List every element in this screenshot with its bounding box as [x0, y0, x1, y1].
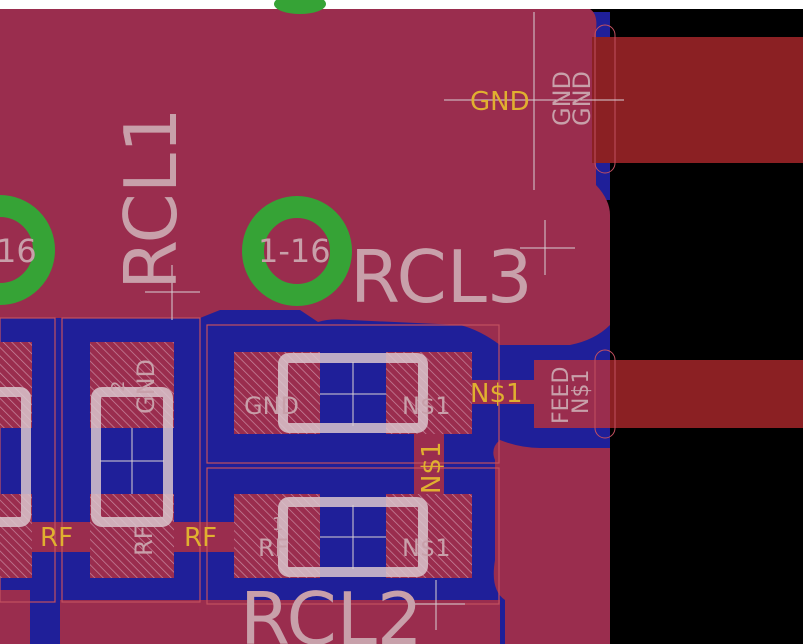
net-gnd-label: GND: [470, 87, 530, 117]
rcl2-silkscreen-body: [278, 497, 428, 577]
n1-trace-vertical: [414, 430, 444, 500]
edge-pad-gnd-label-a: GND: [548, 71, 576, 126]
n1-trace-horizontal: [470, 380, 540, 404]
rcl1-silkscreen-body: [91, 387, 173, 527]
rcl1-name: RCL1: [109, 107, 193, 290]
rcl1-pad-number: 2: [108, 381, 129, 392]
rcl1-pad-gnd[interactable]: [90, 342, 174, 428]
net-n1-label: N$1: [470, 379, 523, 409]
edge-pad-feed-label: FEED: [549, 367, 574, 424]
net-rf-label-mid: RF: [184, 523, 217, 553]
rcl1-pad-rf-label: RF: [130, 526, 158, 556]
top-border: [0, 0, 803, 9]
rcl2-pad-n1-label: N$1: [402, 534, 451, 562]
rcl3-silkscreen-body: [278, 353, 428, 433]
rcl3-pad-n1[interactable]: [386, 352, 472, 434]
top-copper-pour-bottom-left: [0, 590, 30, 644]
rcl2-pad-n1[interactable]: [386, 494, 472, 578]
via-top[interactable]: [274, 0, 326, 14]
origin-markers: [100, 12, 624, 630]
rcl3-outline: [206, 324, 500, 464]
via-center-label: 1-16: [258, 232, 331, 270]
rcl2-pad-rf-label: RF: [258, 534, 288, 562]
left-component-outline: [0, 317, 56, 603]
feed-trace: [534, 360, 610, 428]
rcl1-outline: [61, 317, 201, 603]
via-left-label: 16: [0, 232, 37, 270]
rcl3-name: RCL3: [350, 235, 533, 319]
net-n1-vertical-label: N$1: [417, 441, 447, 494]
top-copper-pour-bottom: [60, 600, 500, 644]
rcl2-pad-number: 1: [272, 514, 283, 535]
edge-pad-gnd[interactable]: [592, 37, 803, 163]
edge-pad-outline-feed: [594, 349, 616, 439]
edge-pad-feed[interactable]: [592, 360, 803, 428]
edge-pad-outline-gnd: [594, 24, 616, 174]
top-copper-pour-lower-right: [493, 440, 610, 644]
rcl3-pad-gnd[interactable]: [234, 352, 320, 434]
edge-pad-gnd-label-b: GND: [568, 71, 596, 126]
rcl1-pad-gnd-label: GND: [132, 359, 160, 414]
net-rf-label-left: RF: [40, 523, 73, 553]
rcl2-name: RCL2: [240, 577, 423, 644]
edge-pad-n1-label: N$1: [569, 370, 594, 414]
rcl3-pad-gnd-label: GND: [244, 392, 299, 420]
rcl1-pad-rf[interactable]: [90, 494, 174, 578]
rcl3-pad-n1-label: N$1: [402, 392, 451, 420]
via-center[interactable]: [242, 196, 352, 306]
via-left[interactable]: [0, 195, 55, 305]
rcl2-pad-rf[interactable]: [234, 494, 320, 578]
top-copper-pour: [0, 9, 610, 345]
left-silkscreen-body: [0, 387, 31, 527]
rcl2-outline: [206, 467, 500, 605]
